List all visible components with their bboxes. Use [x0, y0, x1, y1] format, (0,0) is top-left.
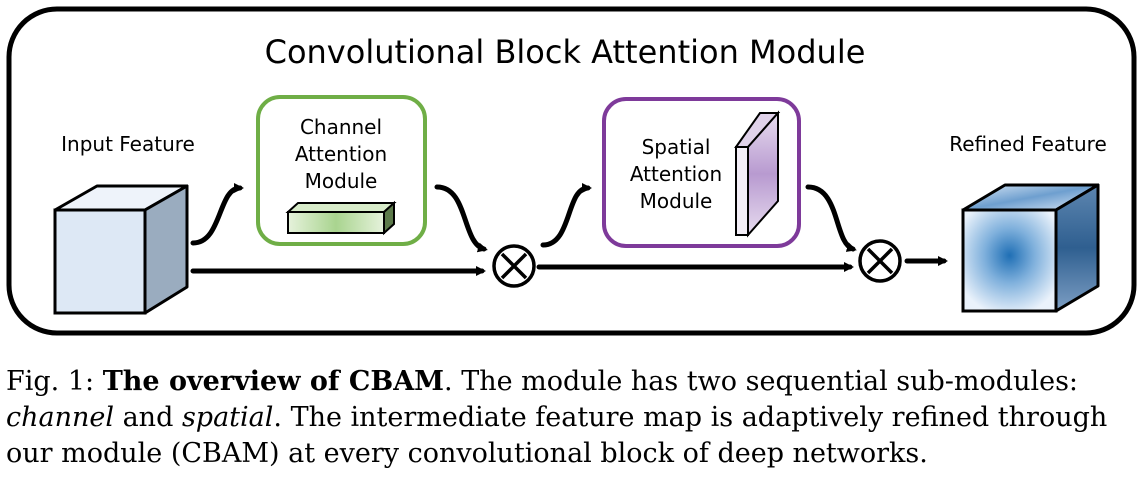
spatial-attention-map	[734, 110, 781, 238]
channel-label-line2: Attention	[295, 142, 387, 166]
spatial-label-line1: Spatial	[642, 135, 711, 159]
channel-label-line1: Channel	[300, 115, 382, 139]
channel-attention-map	[285, 200, 397, 236]
module-frame	[6, 6, 1137, 336]
channel-label-line3: Module	[305, 169, 378, 193]
refined-feature-label: Refined Feature	[949, 132, 1107, 156]
refined-feature-cube	[961, 183, 1100, 313]
cbam-diagram: Convolutional Block Attention Module Inp…	[6, 6, 1137, 336]
spatial-label-line3: Module	[640, 189, 713, 213]
caption-spatial-word: spatial	[181, 402, 274, 433]
caption-and-word: and	[114, 402, 182, 433]
arrow-channel-to-multiply	[434, 184, 488, 253]
multiply-operator-1	[492, 244, 536, 288]
arrow-input-to-channel	[190, 183, 244, 246]
caption-channel-word: channel	[6, 402, 114, 433]
caption-bold-title: The overview of CBAM	[102, 366, 445, 397]
input-feature-cube	[53, 184, 189, 315]
arrow-multiply-to-spatial	[540, 183, 592, 248]
diagram-title: Convolutional Block Attention Module	[265, 33, 866, 71]
caption-fig-label: Fig. 1:	[6, 366, 95, 397]
multiply-operator-2	[858, 239, 902, 283]
caption-line3: our module (CBAM) at every convolutional…	[6, 438, 928, 469]
spatial-label-line2: Attention	[630, 162, 722, 186]
caption-sentence1-rest: . The module has two sequential sub-modu…	[444, 366, 1079, 397]
arrow-spatial-to-multiply	[805, 184, 857, 252]
caption-sentence2: . The intermediate feature map is adapti…	[273, 402, 1108, 433]
input-feature-label: Input Feature	[61, 132, 195, 156]
figure-caption: Fig. 1: The overview of CBAM. The module…	[6, 364, 1138, 472]
